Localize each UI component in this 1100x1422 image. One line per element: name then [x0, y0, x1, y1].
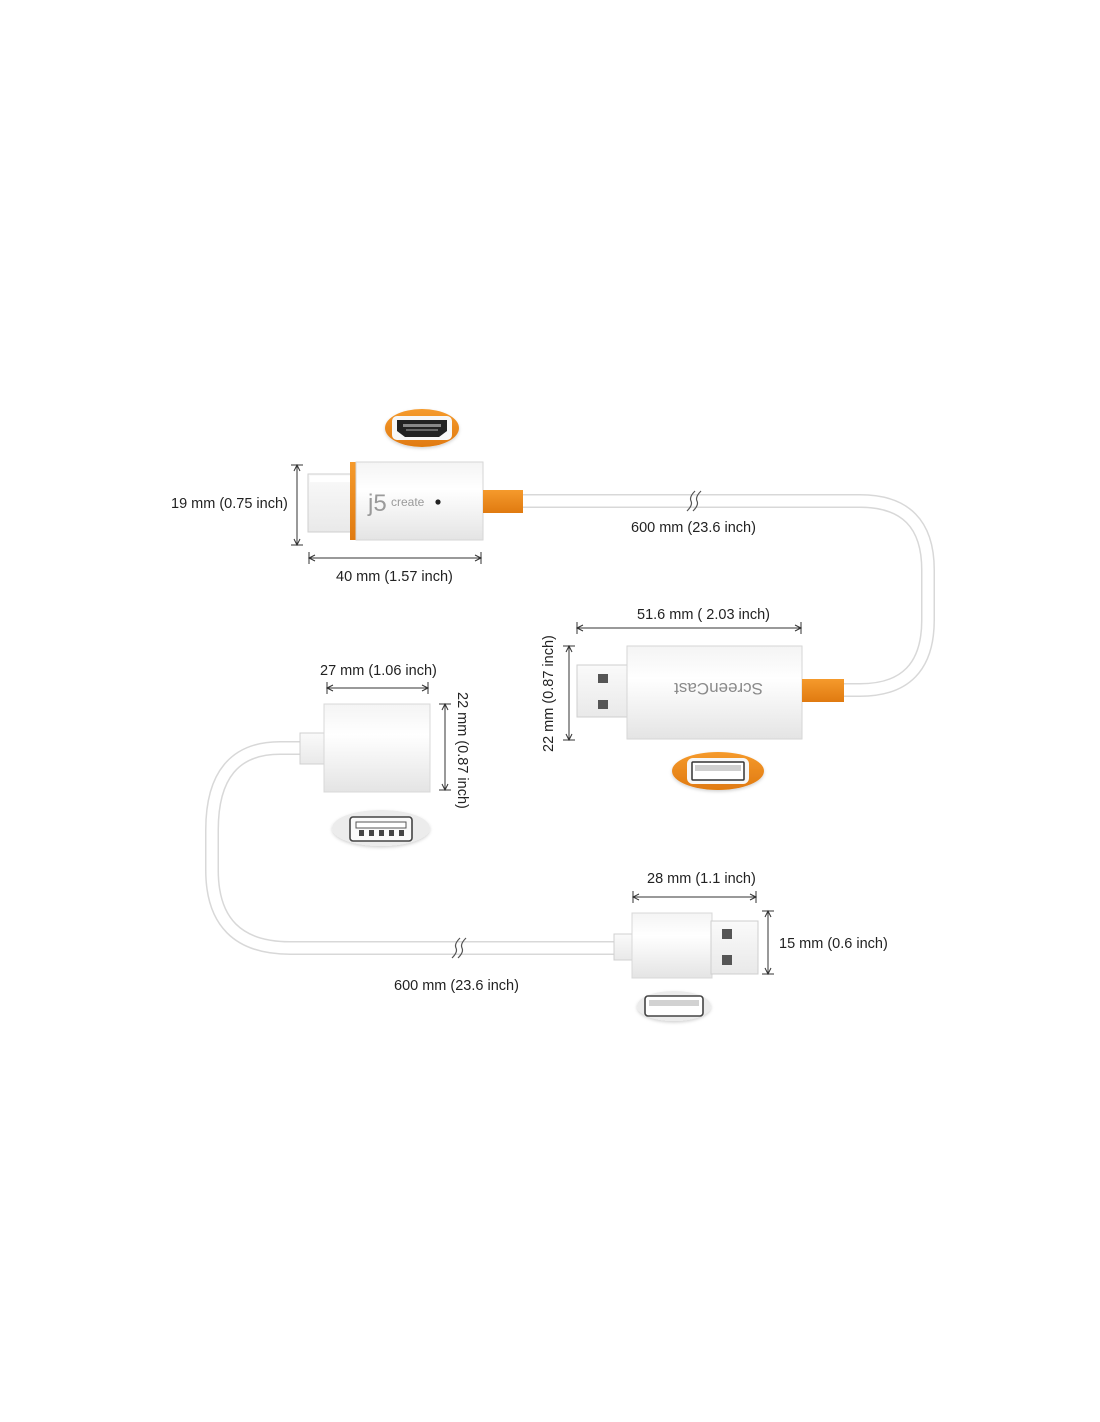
- lower-cable-length-label: 600 mm (23.6 inch): [394, 978, 519, 994]
- product-name-label: ScreenCast: [674, 679, 763, 698]
- brand-logo-main: j5: [367, 490, 387, 517]
- cable-break-mark: [451, 937, 467, 959]
- upper-cable-length-label: 600 mm (23.6 inch): [631, 520, 756, 536]
- hdmi-module: j5 create: [307, 461, 523, 541]
- usb-length-dimension: 51.6 mm ( 2.03 inch): [575, 607, 803, 634]
- usb-module: ScreenCast: [576, 645, 844, 740]
- female-usb-port-badge: [332, 810, 430, 846]
- hdmi-length-dimension: 40 mm (1.57 inch): [307, 552, 483, 585]
- cable-break-mark: [686, 490, 702, 512]
- male-usb-strain-relief: [613, 933, 635, 961]
- male-usb-height-label: 15 mm (0.6 inch): [779, 936, 888, 952]
- usb-module-cable-collar: [802, 679, 844, 702]
- male-usb-port-badge: [637, 991, 711, 1021]
- female-usb-width-label: 27 mm (1.06 inch): [320, 663, 437, 679]
- male-usb-body: [631, 912, 713, 979]
- lower-cable: [205, 741, 623, 959]
- female-usb-end: [299, 703, 431, 793]
- usb-length-label: 51.6 mm ( 2.03 inch): [637, 607, 770, 623]
- female-usb-strain-relief: [299, 732, 326, 765]
- usb-a-female-port-icon: [349, 816, 413, 842]
- usb-a-port-icon: [691, 761, 745, 781]
- male-usb-plug: [710, 920, 759, 975]
- hdmi-cable-collar: [483, 490, 523, 513]
- male-usb-end: [613, 912, 759, 979]
- usb-module-body: [626, 645, 803, 740]
- brand-logo-sub: create: [391, 495, 425, 509]
- female-usb-width-dimension: 27 mm (1.06 inch): [320, 663, 437, 694]
- hdmi-length-label: 40 mm (1.57 inch): [336, 569, 453, 585]
- usb-a-male-port-icon: [644, 995, 704, 1017]
- usb-port-badge: [672, 752, 764, 790]
- usb-height-dimension: 22 mm (0.87 inch): [541, 635, 575, 752]
- brand-logo: j5 create: [367, 490, 425, 517]
- female-usb-height-dimension: 22 mm (0.87 inch): [439, 692, 470, 809]
- upper-cable: [515, 490, 935, 697]
- hdmi-height-label: 19 mm (0.75 inch): [171, 496, 288, 512]
- male-usb-width-label: 28 mm (1.1 inch): [647, 871, 756, 887]
- hdmi-port-icon: [397, 420, 447, 437]
- female-usb-body: [323, 703, 431, 793]
- hdmi-height-dimension: 19 mm (0.75 inch): [171, 463, 303, 547]
- usb-height-label: 22 mm (0.87 inch): [541, 635, 557, 752]
- hdmi-plug: [307, 473, 355, 533]
- male-usb-width-dimension: 28 mm (1.1 inch): [631, 871, 758, 903]
- female-usb-height-label: 22 mm (0.87 inch): [454, 692, 470, 809]
- status-led: [435, 499, 441, 505]
- hdmi-port-badge: [385, 409, 459, 447]
- usb-a-plug: [576, 664, 630, 718]
- hdmi-collar: [350, 462, 358, 540]
- male-usb-height-dimension: 15 mm (0.6 inch): [762, 909, 888, 976]
